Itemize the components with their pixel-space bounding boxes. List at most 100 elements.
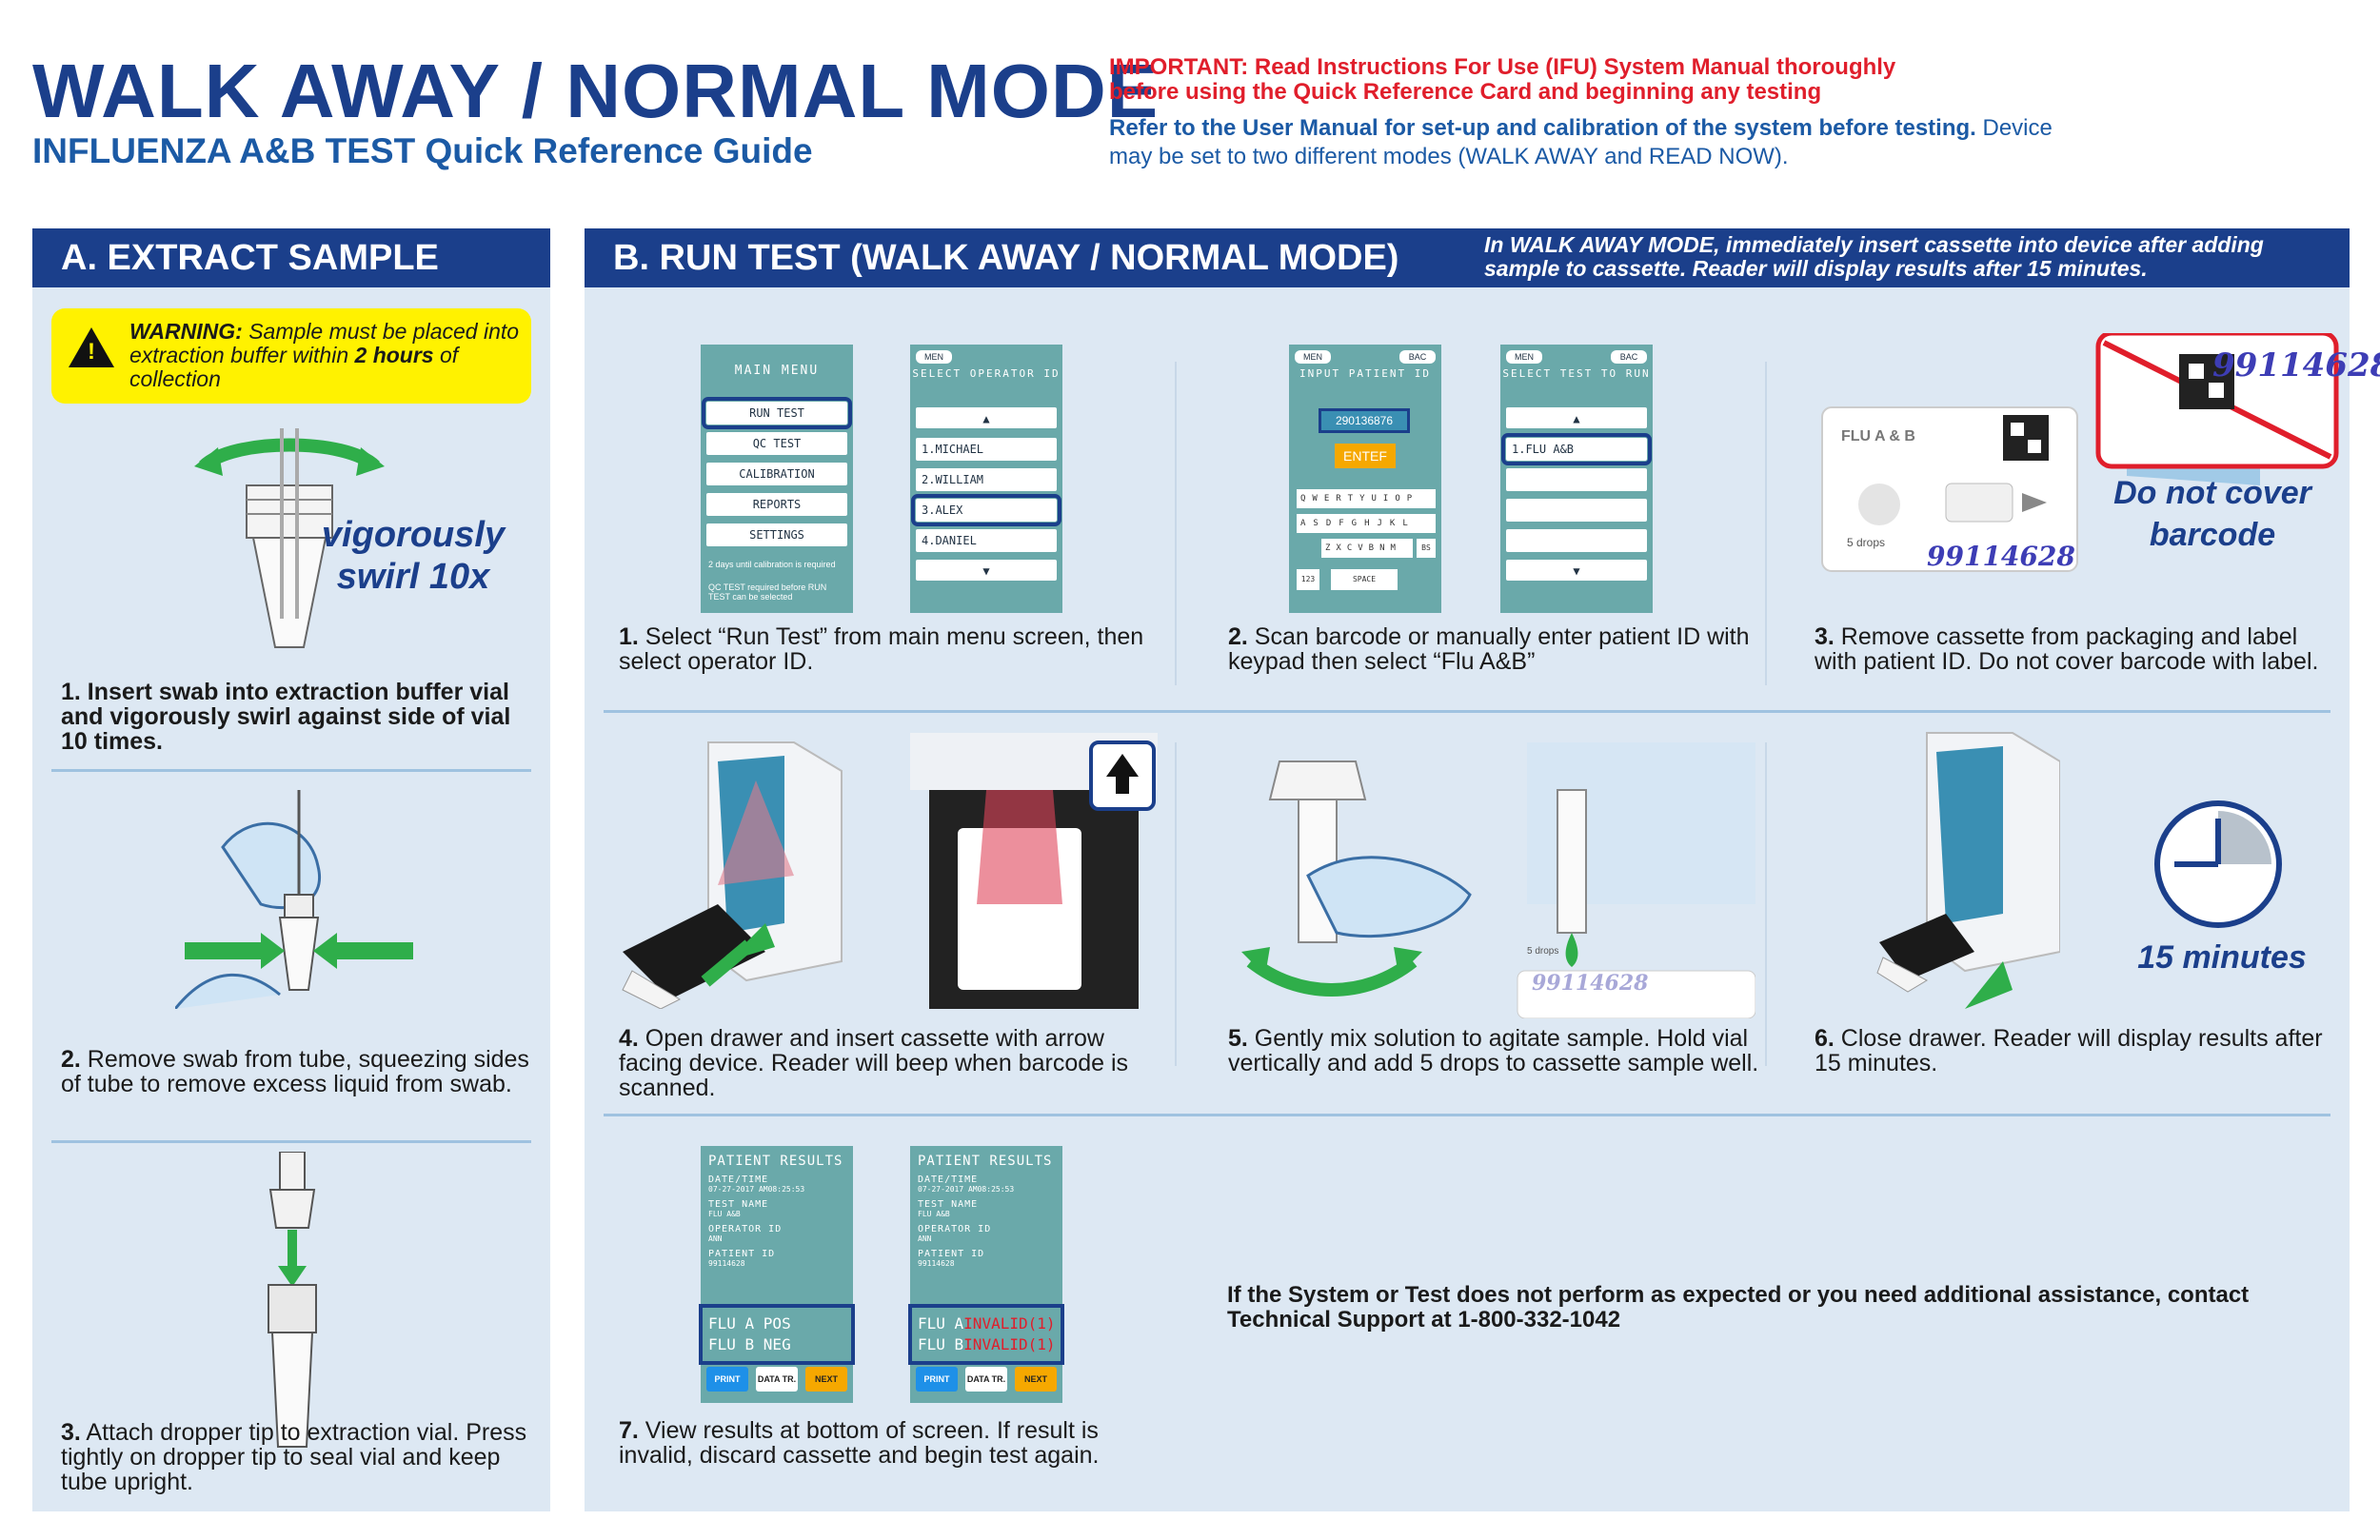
results-inv-next-button[interactable]: NEXT [1015, 1367, 1057, 1392]
result-flu-a: FLU A POS [708, 1314, 791, 1333]
cassette-label-illustration [1821, 333, 2339, 572]
step-b3: 3. Remove cassette from packaging and la… [1815, 624, 2329, 674]
operator-item-1[interactable]: 1.MICHAEL [916, 438, 1057, 461]
results-inv-data-button[interactable]: DATA TR. [965, 1367, 1007, 1392]
results-pos-v3: ANN [708, 1234, 723, 1243]
calibration-note: 2 days until calibration is required [708, 560, 836, 569]
patient-id-input[interactable]: 290136876 [1319, 408, 1410, 433]
step-b4-text: Open drawer and insert cassette with arr… [619, 1025, 1129, 1101]
keyboard-row-2[interactable]: ASDFGHJKL [1297, 514, 1436, 533]
results-pos-l1: DATE/TIME [708, 1175, 769, 1185]
results-pos-v4: 99114628 [708, 1259, 745, 1268]
results-inv-v3: ANN [918, 1234, 932, 1243]
mix-and-drop-illustration [1241, 742, 1755, 1018]
operator-item-4[interactable]: 4.DANIEL [916, 529, 1057, 552]
test-item-empty-2[interactable] [1506, 499, 1647, 522]
step-b1: 1. Select “Run Test” from main menu scre… [619, 624, 1152, 674]
warning-exclamation-icon: ! [88, 339, 95, 365]
menu-calibration-button[interactable]: CALIBRATION [706, 463, 847, 485]
step-b7-text: View results at bottom of screen. If res… [619, 1417, 1100, 1469]
section-a-heading: A. EXTRACT SAMPLE [32, 228, 550, 287]
main-menu-screen: MAIN MENU RUN TEST QC TEST CALIBRATION R… [701, 345, 853, 613]
step-b7: 7. View results at bottom of screen. If … [619, 1418, 1152, 1468]
step-b2-number: 2. [1228, 623, 1248, 650]
step-b6-text: Close drawer. Reader will display result… [1815, 1025, 2323, 1076]
walk-away-note: In WALK AWAY MODE, immediately insert ca… [1484, 232, 2264, 281]
divider-b-row1 [604, 710, 2330, 713]
menu-reports-button[interactable]: REPORTS [706, 493, 847, 516]
patient-back-button[interactable]: BAC [1399, 350, 1436, 364]
step-b3-text: Remove cassette from packaging and label… [1815, 623, 2319, 675]
squeeze-tube-illustration [175, 790, 413, 1009]
keyboard-number-key[interactable]: 123 [1297, 569, 1319, 590]
label-patient-id: 99114628 [2212, 346, 2380, 385]
result-inv-flu-b-status: INVALID(1) [963, 1335, 1056, 1353]
test-select-title: SELECT TEST TO RUN [1502, 367, 1651, 380]
cassette-patient-id: 99114628 [1927, 541, 2075, 572]
patient-id-screen: MEN BAC INPUT PATIENT ID 290136876 ENTEF… [1289, 345, 1441, 613]
step-b3-number: 3. [1815, 623, 1835, 650]
warning-icon [69, 327, 114, 367]
test-back-button[interactable]: BAC [1611, 350, 1647, 364]
results-inv-box: FLU AINVALID(1) FLU BINVALID(1) [908, 1304, 1064, 1365]
divider-a2 [51, 1140, 531, 1143]
divider-b-v2 [1765, 362, 1767, 685]
operator-scroll-down-button[interactable]: ▼ [916, 560, 1057, 581]
important-line-2: before using the Quick Reference Card an… [1109, 79, 1822, 105]
result-inv-flu-b: FLU BINVALID(1) [918, 1334, 1061, 1355]
results-inv-v4: 99114628 [918, 1259, 955, 1268]
keyboard-backspace-key[interactable]: BS [1417, 539, 1436, 558]
technical-support-note: If the System or Test does not perform a… [1227, 1282, 2250, 1333]
step-b5-number: 5. [1228, 1025, 1248, 1052]
results-pos-box: FLU A POS FLU B NEG [699, 1304, 855, 1365]
menu-settings-button[interactable]: SETTINGS [706, 523, 847, 546]
test-item-empty-3[interactable] [1506, 529, 1647, 552]
result-inv-flu-a: FLU AINVALID(1) [918, 1313, 1061, 1334]
page-subtitle: INFLUENZA A&B TEST Quick Reference Guide [32, 131, 813, 170]
cassette-drops-label: 5 drops [1847, 536, 1886, 549]
reader-drawer-closed-illustration [1876, 732, 2060, 1009]
keyboard-space-key[interactable]: SPACE [1331, 569, 1398, 590]
test-item-empty-1[interactable] [1506, 468, 1647, 491]
results-inv-l4: PATIENT ID [918, 1249, 985, 1259]
results-inv-print-button[interactable]: PRINT [916, 1367, 958, 1392]
divider-b-row2 [604, 1114, 2330, 1116]
operator-title: SELECT OPERATOR ID [912, 367, 1061, 380]
result-flu-b: FLU B NEG [708, 1335, 791, 1353]
results-positive-screen: PATIENT RESULTS DATE/TIME 07-27-2017 AM0… [699, 1146, 855, 1403]
patient-menu-button[interactable]: MEN [1295, 350, 1331, 364]
test-menu-button[interactable]: MEN [1506, 350, 1542, 364]
step-b4: 4. Open drawer and insert cassette with … [619, 1026, 1152, 1100]
operator-scroll-up-button[interactable]: ▲ [916, 407, 1057, 428]
operator-item-3[interactable]: 3.ALEX [911, 494, 1061, 526]
patient-enter-button[interactable]: ENTEF [1335, 444, 1396, 468]
operator-menu-button[interactable]: MEN [916, 350, 952, 364]
test-item-flu-ab[interactable]: 1.FLU A&B [1501, 433, 1652, 465]
results-inv-l1: DATE/TIME [918, 1175, 979, 1185]
swirl-callout: vigorously swirl 10x [321, 515, 506, 597]
step-a3-number: 3. [61, 1419, 81, 1446]
important-line-1: IMPORTANT: Read Instructions For Use (IF… [1109, 54, 1896, 80]
cassette-insert-illustration [910, 733, 1158, 1009]
keyboard-row-3[interactable]: ZXCVBNM [1321, 539, 1413, 558]
results-pos-data-button[interactable]: DATA TR. [756, 1367, 798, 1392]
main-menu-title: MAIN MENU [734, 364, 820, 378]
swirl-vial-illustration [194, 428, 385, 648]
operator-item-2[interactable]: 2.WILLIAM [916, 468, 1057, 491]
step-a1-number: 1. [61, 679, 81, 705]
results-inv-v1: 07-27-2017 AM08:25:53 [918, 1185, 1015, 1194]
results-pos-print-button[interactable]: PRINT [706, 1367, 748, 1392]
results-pos-next-button[interactable]: NEXT [805, 1367, 847, 1392]
divider-b-v1 [1175, 362, 1177, 685]
result-inv-flu-a-status: INVALID(1) [963, 1314, 1056, 1333]
warning-box: ! WARNING: Sample must be placed into ex… [51, 308, 531, 404]
test-scroll-up-button[interactable]: ▲ [1506, 407, 1647, 428]
menu-qc-test-button[interactable]: QC TEST [706, 432, 847, 455]
reader-drawer-open-illustration [622, 741, 843, 1009]
step-b1-text: Select “Run Test” from main menu screen,… [619, 623, 1144, 675]
menu-run-test-button[interactable]: RUN TEST [702, 397, 852, 429]
results-pos-v2: FLU A&B [708, 1210, 741, 1218]
test-scroll-down-button[interactable]: ▼ [1506, 560, 1647, 581]
warning-text-1: Sample must be placed into extraction bu… [129, 319, 520, 367]
keyboard-row-1[interactable]: QWERTYUIOP [1297, 489, 1436, 508]
